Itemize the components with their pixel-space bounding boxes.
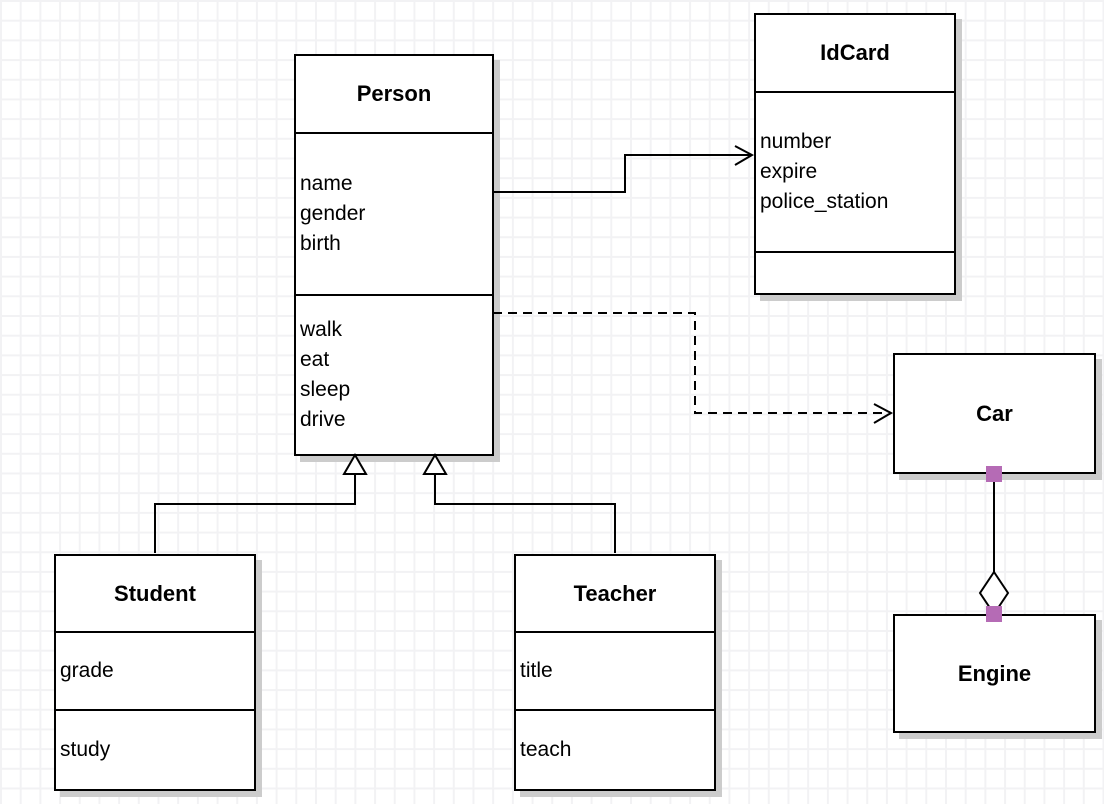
- selection-handle[interactable]: [986, 606, 1002, 622]
- connector-car-engine[interactable]: [978, 466, 1010, 622]
- idcard-attribute: police_station: [760, 190, 889, 213]
- person-attribute: birth: [300, 232, 341, 255]
- teacher-attributes-separator: [516, 709, 714, 711]
- student-attributes-section: grade: [56, 633, 254, 709]
- idcard-attribute: expire: [760, 160, 818, 183]
- class-box-person[interactable]: Person name gender birth walk eat sleep …: [294, 54, 494, 456]
- idcard-class-title: IdCard: [820, 40, 890, 65]
- idcard-title-separator: [756, 91, 954, 93]
- teacher-title-separator: [516, 631, 714, 633]
- idcard-attribute: number: [760, 130, 832, 153]
- person-attribute: name: [300, 172, 353, 195]
- student-method: study: [60, 738, 111, 761]
- connector-person-car[interactable]: [493, 312, 894, 424]
- open-arrowhead-icon: [734, 145, 755, 166]
- class-box-idcard[interactable]: IdCard number expire police_station: [754, 13, 956, 295]
- person-class-title: Person: [356, 81, 432, 106]
- teacher-methods-section: teach: [516, 711, 714, 789]
- person-method: drive: [300, 408, 346, 431]
- person-method: sleep: [300, 378, 351, 401]
- connector-student-person[interactable]: [154, 453, 368, 553]
- class-box-car[interactable]: Car: [893, 353, 1096, 474]
- class-box-student[interactable]: Student grade study: [54, 554, 256, 791]
- idcard-attributes-separator: [756, 251, 954, 253]
- connector-person-idcard[interactable]: [493, 145, 755, 193]
- hollow-triangle-icon: [342, 453, 368, 475]
- person-methods-section: walk eat sleep drive: [296, 296, 492, 454]
- person-attributes-section: name gender birth: [296, 134, 492, 294]
- idcard-attributes-section: number expire police_station: [756, 93, 954, 251]
- person-method: walk: [300, 318, 343, 341]
- class-box-teacher[interactable]: Teacher title teach: [514, 554, 716, 791]
- person-method: eat: [300, 348, 330, 371]
- teacher-class-title: Teacher: [573, 580, 657, 606]
- teacher-method: teach: [520, 738, 572, 761]
- student-attributes-separator: [56, 709, 254, 711]
- connector-teacher-person[interactable]: [422, 453, 616, 553]
- selection-handle[interactable]: [986, 466, 1002, 482]
- teacher-attribute: title: [520, 659, 553, 682]
- person-attributes-separator: [296, 294, 492, 296]
- car-class-title: Car: [976, 400, 1013, 426]
- student-attribute: grade: [60, 659, 114, 682]
- student-class-title: Student: [114, 580, 196, 606]
- person-attribute: gender: [300, 202, 366, 225]
- open-arrowhead-icon: [873, 403, 894, 424]
- person-title-separator: [296, 132, 492, 134]
- student-methods-section: study: [56, 711, 254, 789]
- student-title-separator: [56, 631, 254, 633]
- hollow-triangle-icon: [422, 453, 448, 475]
- teacher-attributes-section: title: [516, 633, 714, 709]
- class-box-engine[interactable]: Engine: [893, 614, 1096, 733]
- engine-class-title: Engine: [957, 660, 1032, 686]
